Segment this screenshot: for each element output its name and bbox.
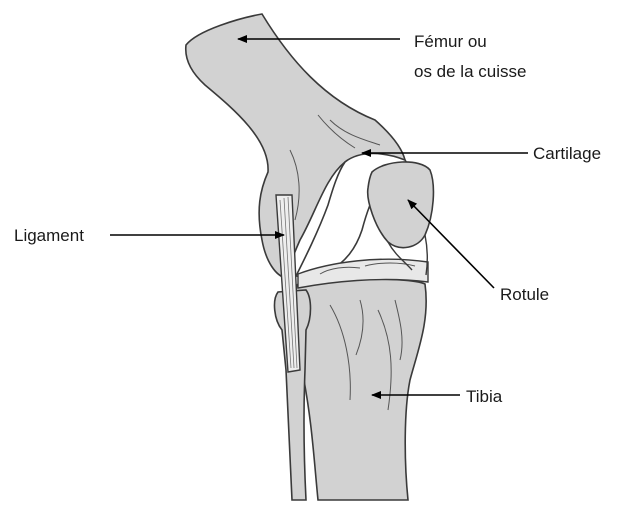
label-cartilage: Cartilage	[533, 144, 601, 163]
label-tibia: Tibia	[466, 387, 503, 406]
label-femur-line1: Fémur ou	[414, 32, 487, 51]
femur-bone	[186, 14, 405, 278]
label-femur-line2: os de la cuisse	[414, 62, 526, 81]
tibia-bone	[295, 279, 427, 500]
label-rotule: Rotule	[500, 285, 549, 304]
label-ligament: Ligament	[14, 226, 84, 245]
patella-bone	[368, 162, 434, 248]
